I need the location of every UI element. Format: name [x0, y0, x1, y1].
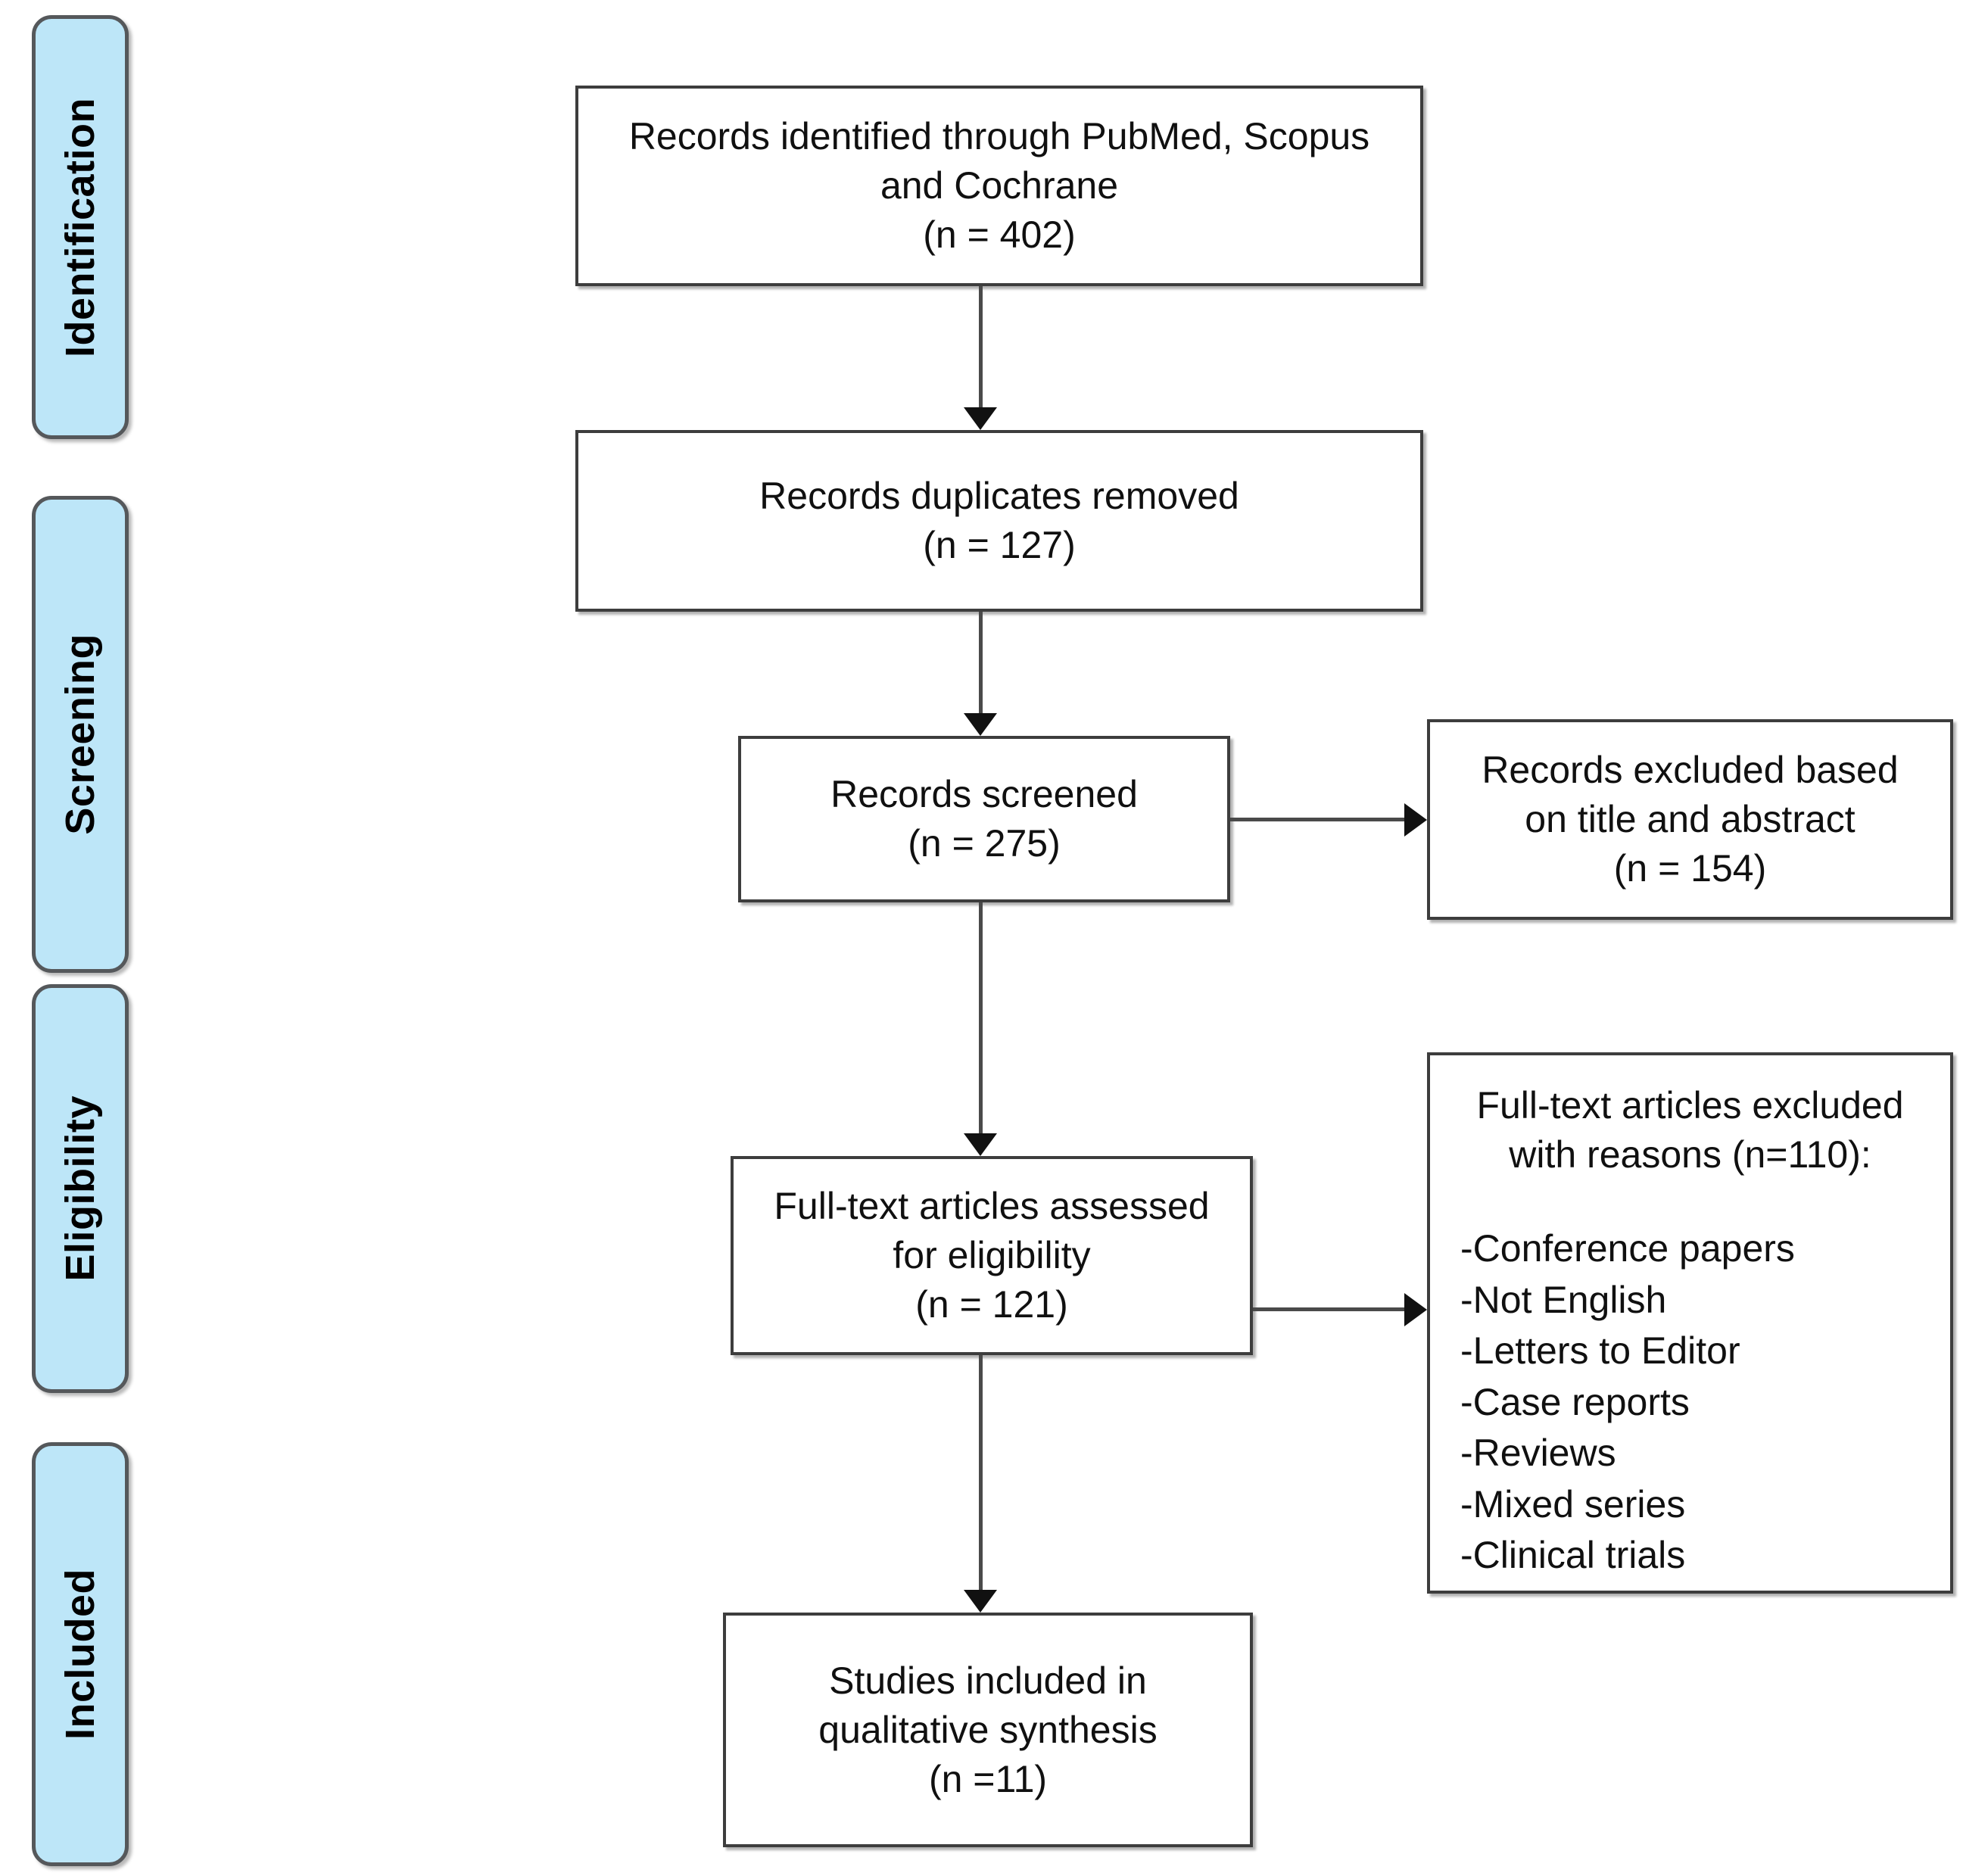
stage-label-identification: Identification: [58, 97, 103, 357]
connector-fulltext-to-included: [979, 1355, 983, 1590]
list-item: -Clinical trials: [1460, 1534, 1686, 1576]
stage-pill-screening: Screening: [32, 496, 129, 973]
box-records-identified: Records identified through PubMed, Scopu…: [575, 86, 1423, 286]
arrow-down-icon-2: [964, 713, 997, 736]
box-studies-included-text: Studies included in qualitative synthesi…: [818, 1659, 1158, 1800]
stage-pill-eligibility: Eligibility: [32, 984, 129, 1393]
list-item: -Letters to Editor: [1460, 1329, 1740, 1372]
connector-screened-to-fulltext: [979, 902, 983, 1133]
box-fulltext-assessed: Full-text articles assessed for eligibil…: [731, 1156, 1253, 1355]
reasons-spacer: [1460, 1180, 1920, 1223]
box-duplicates-removed: Records duplicates removed (n = 127): [575, 430, 1423, 612]
stage-label-eligibility: Eligibility: [58, 1095, 103, 1282]
stage-label-included: Included: [58, 1568, 103, 1740]
list-item: -Case reports: [1460, 1380, 1690, 1423]
box-fulltext-excluded-title: Full-text articles excluded with reasons…: [1476, 1084, 1904, 1176]
box-records-identified-text: Records identified through PubMed, Scopu…: [628, 115, 1370, 256]
arrow-right-icon-2: [1404, 1293, 1427, 1326]
box-fulltext-assessed-text: Full-text articles assessed for eligibil…: [774, 1185, 1210, 1326]
box-records-excluded-text: Records excluded based on title and abst…: [1482, 749, 1899, 890]
connector-fulltext-to-reasons: [1253, 1307, 1404, 1311]
list-item: -Not English: [1460, 1278, 1667, 1321]
arrow-right-icon-1: [1404, 803, 1427, 837]
arrow-down-icon-4: [964, 1590, 997, 1613]
box-records-screened-text: Records screened (n = 275): [830, 773, 1138, 865]
box-records-screened: Records screened (n = 275): [738, 736, 1230, 902]
exclusion-reasons-list: -Conference papers -Not English -Letters…: [1460, 1223, 1920, 1582]
stage-label-screening: Screening: [58, 634, 103, 835]
stage-pill-identification: Identification: [32, 15, 129, 439]
stage-pill-included: Included: [32, 1442, 129, 1866]
list-item: -Conference papers: [1460, 1227, 1795, 1270]
connector-duplicates-to-screened: [979, 612, 983, 713]
arrow-down-icon-1: [964, 407, 997, 430]
box-duplicates-removed-text: Records duplicates removed (n = 127): [759, 475, 1239, 566]
arrow-down-icon-3: [964, 1133, 997, 1156]
connector-screened-to-excluded: [1230, 818, 1404, 821]
list-item: -Mixed series: [1460, 1482, 1686, 1525]
list-item: -Reviews: [1460, 1432, 1616, 1474]
box-studies-included: Studies included in qualitative synthesi…: [723, 1613, 1253, 1847]
box-fulltext-excluded-reasons: Full-text articles excluded with reasons…: [1427, 1052, 1953, 1594]
connector-identified-to-duplicates: [979, 286, 983, 407]
box-records-excluded: Records excluded based on title and abst…: [1427, 719, 1953, 920]
